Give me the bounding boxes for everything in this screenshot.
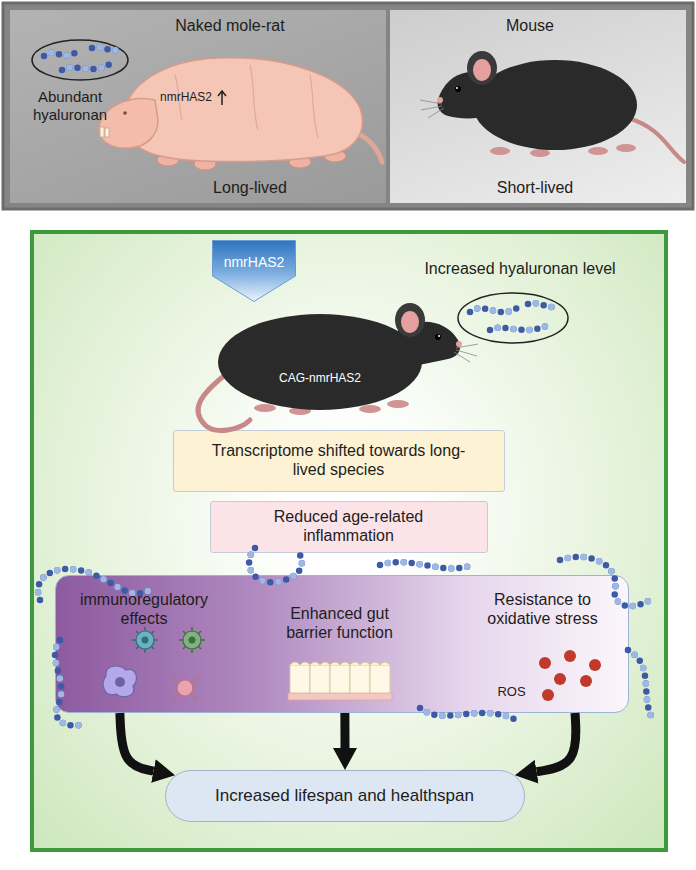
node-text: Short-lived bbox=[478, 178, 592, 197]
top-frame bbox=[3, 3, 693, 209]
node-text: Resistance to oxidative stress bbox=[468, 590, 618, 628]
node-text: Long-lived bbox=[190, 178, 310, 197]
node-text: CAG-nmrHAS2 bbox=[265, 371, 375, 385]
effects-band: immunoregulatory effects Enhanced gut bar… bbox=[55, 575, 629, 713]
hyaluronan-chain bbox=[38, 548, 652, 726]
node-text: immunoregulatory effects bbox=[72, 590, 217, 628]
outcome-box: Increased lifespan and healthspan bbox=[165, 770, 525, 822]
species-panel: MouseShort-lived bbox=[390, 10, 686, 203]
node-text: Transcriptome shifted towards long-lived… bbox=[204, 441, 474, 479]
gene-arrow-shape bbox=[213, 241, 296, 302]
node-text: ROS bbox=[492, 684, 532, 700]
node-text: nmrHAS2 bbox=[160, 90, 220, 104]
node-text: Increased lifespan and healthspan bbox=[165, 786, 525, 806]
node-text: Enhanced gut barrier function bbox=[285, 604, 395, 642]
node-text: Abundant hyaluronan bbox=[15, 88, 125, 124]
node-text: Increased hyaluronan level bbox=[395, 259, 645, 278]
node-text: Mouse bbox=[480, 16, 580, 35]
gene-arrow-shape bbox=[212, 240, 296, 302]
process-box: Reduced age-related inflammation bbox=[210, 501, 488, 553]
process-box: Transcriptome shifted towards long-lived… bbox=[173, 430, 505, 492]
node-text: Reduced age-related inflammation bbox=[239, 507, 459, 545]
species-panel: Naked mole-ratAbundant hyaluronan nmrHAS2… bbox=[10, 10, 386, 203]
gene-arrow: nmrHAS2 bbox=[212, 240, 296, 302]
node-text: nmrHAS2 bbox=[212, 254, 296, 271]
transgenic-panel: Increased hyaluronan levelCAG-nmrHAS2 nmr… bbox=[30, 230, 668, 852]
node-text: Naked mole-rat bbox=[150, 16, 310, 35]
